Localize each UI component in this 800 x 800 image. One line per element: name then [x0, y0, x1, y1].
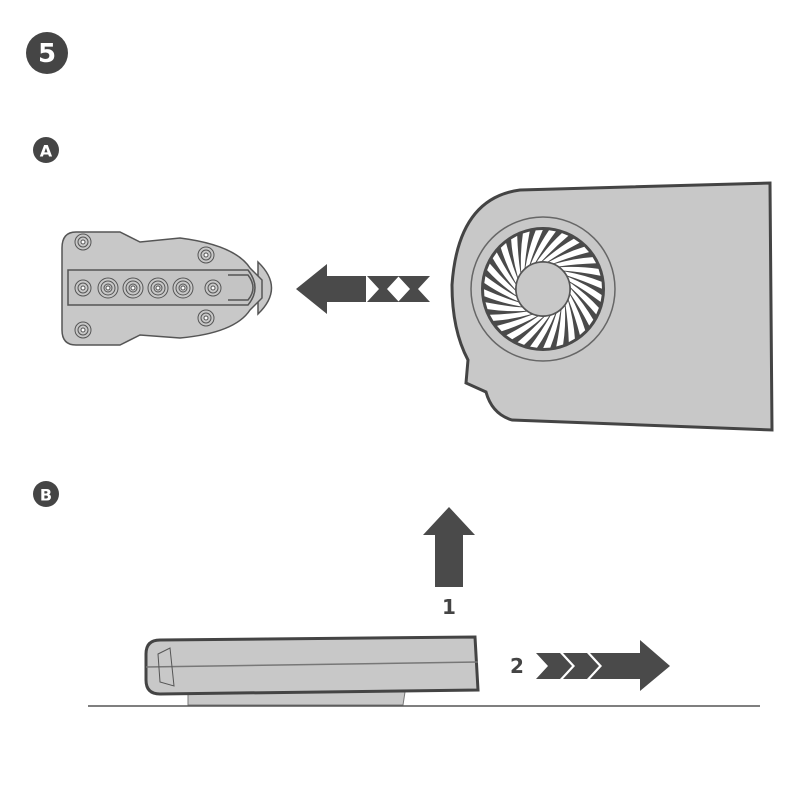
plate-screws: [74, 233, 222, 339]
screw: [203, 252, 209, 258]
fan-blade: [549, 246, 589, 264]
fan-blade: [565, 301, 575, 343]
fan-blades: [484, 230, 602, 348]
fan-blade: [506, 316, 543, 340]
fan-blade: [489, 311, 531, 321]
fan-blade: [543, 310, 561, 348]
step-number: 5: [38, 39, 56, 69]
step-2-label: 2: [510, 654, 524, 678]
step-badge: 5: [26, 32, 68, 74]
screw: [180, 285, 186, 291]
fan-blade: [568, 276, 602, 302]
screw: [130, 285, 136, 291]
panel-b-label: B: [40, 486, 52, 505]
fan-blade: [560, 266, 601, 276]
fan-blade: [570, 289, 594, 326]
screw: [80, 239, 86, 245]
fan-blade: [536, 233, 569, 262]
fan-blade: [500, 243, 518, 283]
fan-blade: [517, 316, 550, 345]
fan-blade: [492, 252, 516, 289]
fan-housing: [450, 181, 774, 432]
battery-side-view: [144, 635, 480, 706]
fan-blade: [485, 302, 526, 312]
fan-blade: [556, 306, 566, 347]
screw: [80, 285, 86, 291]
fan-blade: [525, 230, 543, 268]
fan-blade: [555, 257, 597, 267]
slide-left-arrow-icon: [296, 264, 430, 314]
fan-blade: [497, 314, 537, 332]
fan-blade: [487, 263, 516, 296]
screw: [210, 285, 216, 291]
fan-blade: [543, 238, 580, 262]
lift-up-arrow-icon: [423, 507, 475, 587]
fan-blade: [530, 314, 556, 348]
fan-blade: [564, 271, 602, 289]
fan-blade: [484, 276, 518, 302]
fan-blade: [530, 230, 556, 264]
fan-blade: [568, 295, 586, 335]
fan-hub: [515, 261, 571, 317]
screw: [155, 285, 161, 291]
plate-release-knob: [257, 260, 273, 316]
fan-blade: [520, 231, 530, 272]
slide-right-arrow-icon: [536, 640, 670, 691]
step-1-label: 1: [442, 595, 456, 619]
screw: [80, 327, 86, 333]
panel-a-label: A: [40, 142, 53, 161]
fan-blade: [484, 289, 522, 307]
panel-b-badge: B: [33, 481, 59, 507]
screw: [203, 315, 209, 321]
mounting-plate: [61, 231, 273, 346]
panel-a-badge: A: [33, 137, 59, 163]
fan-blade: [570, 282, 599, 315]
fan-blade: [511, 235, 521, 277]
screw: [105, 285, 111, 291]
